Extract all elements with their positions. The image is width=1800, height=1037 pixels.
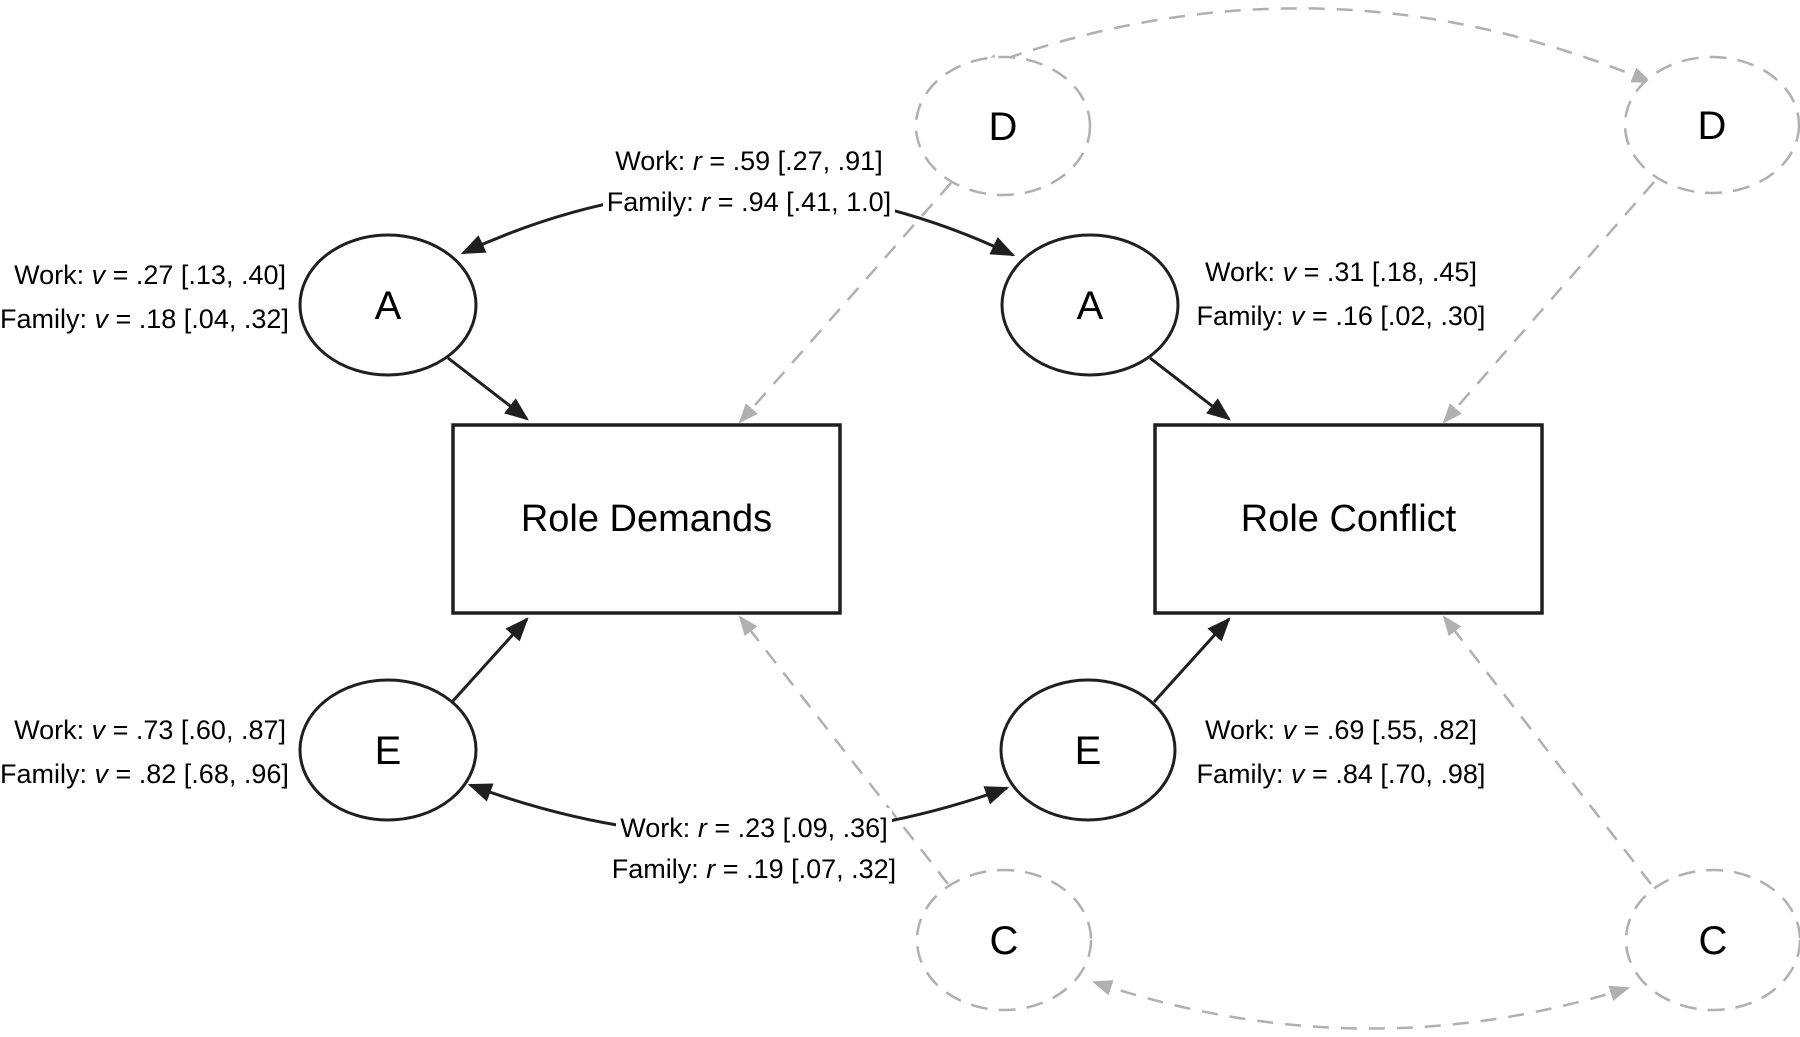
- e-left-ellipse: [298, 678, 478, 822]
- stat-line: Family: r = .19 [.07, .32]: [607, 849, 901, 890]
- stat-line: Work: r = .23 [.09, .36]: [616, 808, 892, 849]
- e-right-ellipse: [999, 678, 1177, 822]
- stat-var: v: [1282, 257, 1297, 287]
- a-right-label: A: [1076, 284, 1104, 328]
- stat-var: v: [91, 715, 106, 745]
- stat-prefix: Work:: [1205, 715, 1283, 745]
- e-left-label: E: [374, 729, 402, 773]
- a-right-ellipse: [1000, 233, 1180, 377]
- d-left-ellipse: [914, 55, 1092, 197]
- c-right-to-conflict-arrow: [1442, 615, 1652, 885]
- stat-line: Family: v = .84 [.70, .98]: [1193, 752, 1489, 796]
- stat-value: = .18 [.04, .32]: [108, 304, 289, 334]
- e-e-correlation-stats: Work: r = .23 [.09, .36] Family: r = .19…: [568, 808, 940, 890]
- stat-prefix: Family:: [606, 187, 702, 217]
- a-left-ellipse: [298, 233, 478, 377]
- stat-value: = .73 [.60, .87]: [105, 715, 286, 745]
- role-demands-title: Role Demands: [520, 497, 773, 540]
- c-right-ellipse: [1624, 868, 1800, 1012]
- d-d-correlation-arc: [978, 7, 1652, 84]
- a-a-correlation-stats: Work: r = .59 [.27, .91] Family: r = .94…: [563, 141, 935, 223]
- e-right-label: E: [1074, 729, 1102, 773]
- stat-prefix: Family:: [611, 854, 707, 884]
- stat-line: Work: r = .59 [.27, .91]: [611, 141, 887, 182]
- role-conflict-box: [1153, 423, 1544, 615]
- stat-var: r: [706, 854, 716, 884]
- a-left-label: A: [374, 284, 402, 328]
- stat-var: v: [1282, 715, 1297, 745]
- stat-value: = .31 [.18, .45]: [1296, 257, 1477, 287]
- stat-value: = .59 [.27, .91]: [701, 146, 883, 176]
- stat-prefix: Family:: [1196, 301, 1292, 331]
- c-right-label: C: [1698, 919, 1728, 963]
- a-left-to-demands-arrow: [447, 356, 529, 421]
- stat-value: = .16 [.02, .30]: [1304, 301, 1486, 331]
- stat-var: v: [1291, 301, 1305, 331]
- stat-value: = .82 [.68, .96]: [108, 759, 289, 789]
- e-left-to-demands-arrow: [450, 617, 529, 704]
- stat-prefix: Work:: [1205, 257, 1283, 287]
- c-left-ellipse: [915, 868, 1093, 1012]
- stat-prefix: Family:: [0, 304, 95, 334]
- c-left-to-demands-arrow: [738, 615, 949, 885]
- stat-line: Family: v = .16 [.02, .30]: [1193, 294, 1489, 338]
- stat-value: = .27 [.13, .40]: [105, 260, 286, 290]
- stat-prefix: Work:: [615, 146, 693, 176]
- e-left-variance-stats: Work: v = .73 [.60, .87] Family: v = .82…: [0, 708, 289, 796]
- stat-prefix: Work:: [14, 715, 92, 745]
- e-right-to-conflict-arrow: [1152, 617, 1231, 704]
- a-left-variance-stats: Work: v = .27 [.13, .40] Family: v = .18…: [0, 253, 289, 341]
- d-right-label: D: [1697, 104, 1727, 148]
- c-c-correlation-arc: [1092, 980, 1630, 1030]
- stat-var: v: [94, 304, 109, 334]
- d-left-label: D: [988, 105, 1018, 149]
- stat-var: v: [1291, 759, 1305, 789]
- stat-line: Work: v = .69 [.55, .82]: [1193, 708, 1489, 752]
- stat-var: r: [701, 187, 711, 217]
- a-right-variance-stats: Work: v = .31 [.18, .45] Family: v = .16…: [1193, 250, 1489, 338]
- stat-prefix: Work:: [620, 813, 698, 843]
- stat-line: Family: v = .82 [.68, .96]: [0, 752, 289, 796]
- e-right-variance-stats: Work: v = .69 [.55, .82] Family: v = .84…: [1193, 708, 1489, 796]
- stat-var: v: [91, 260, 106, 290]
- stat-value: = .94 [.41, 1.0]: [710, 187, 892, 217]
- stat-var: r: [692, 146, 702, 176]
- stat-line: Family: r = .94 [.41, 1.0]: [602, 182, 896, 223]
- stat-prefix: Family:: [1196, 759, 1292, 789]
- stat-prefix: Work:: [14, 260, 92, 290]
- stat-line: Work: v = .31 [.18, .45]: [1193, 250, 1489, 294]
- stat-value: = .69 [.55, .82]: [1296, 715, 1477, 745]
- stat-value: = .23 [.09, .36]: [706, 813, 888, 843]
- a-right-to-conflict-arrow: [1149, 356, 1231, 421]
- c-left-label: C: [989, 919, 1019, 963]
- stat-line: Family: v = .18 [.04, .32]: [0, 297, 289, 341]
- stat-value: = .19 [.07, .32]: [715, 854, 897, 884]
- d-left-to-demands-arrow: [738, 182, 952, 424]
- role-conflict-title: Role Conflict: [1240, 497, 1457, 540]
- stat-prefix: Family:: [0, 759, 95, 789]
- d-right-to-conflict-arrow: [1442, 181, 1655, 424]
- stat-line: Work: v = .73 [.60, .87]: [0, 708, 286, 752]
- stat-value: = .84 [.70, .98]: [1304, 759, 1486, 789]
- d-right-ellipse: [1623, 55, 1800, 195]
- stat-line: Work: v = .27 [.13, .40]: [0, 253, 286, 297]
- stat-var: v: [94, 759, 109, 789]
- role-demands-box: [451, 423, 842, 615]
- stat-var: r: [697, 813, 707, 843]
